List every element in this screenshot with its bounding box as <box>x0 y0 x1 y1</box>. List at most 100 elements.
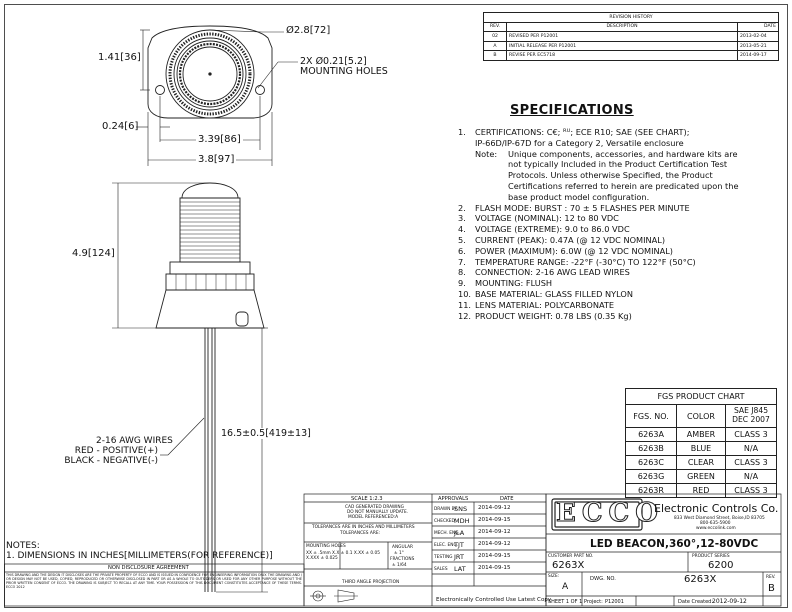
spec-note: Note: Unique components, accessories, an… <box>475 148 739 202</box>
spec-item: 9.MOUNTING: FLUSH <box>458 278 788 289</box>
signoff-who: TJT <box>454 541 464 549</box>
tolerances-note: TOLERANCES ARE IN INCHES AND MILLIMETERS <box>312 525 415 530</box>
signoff-who: SNS <box>454 505 468 513</box>
spec-item-text: BASE MATERIAL: GLASS FILLED NYLON <box>475 288 634 299</box>
company-web: www.eccolink.com <box>696 526 736 531</box>
product-series: 6200 <box>708 560 734 571</box>
signoff-role: TESTING <box>434 555 453 560</box>
spec-item-number: 7. <box>458 256 466 267</box>
spec-item: 8.CONNECTION: 2-16 AWG LEAD WIRES <box>458 267 788 278</box>
spec-item: 5. CURRENT (PEAK): 0.47A (@ 12 VDC NOMINA… <box>458 235 788 246</box>
spec-item: 10.BASE MATERIAL: GLASS FILLED NYLON <box>458 289 788 300</box>
spec-item-number: 5. <box>458 234 466 245</box>
table-row: B REVISE PER EC5718 2014-09-17 <box>483 50 779 61</box>
spec-item-number: 10. <box>458 288 472 299</box>
dim-flange: 0.24[6] <box>102 121 139 132</box>
sheet-no: SHEET 1 OF 1 <box>548 599 583 605</box>
spec-item-number: 2. <box>458 202 466 213</box>
side-view <box>155 182 265 592</box>
fractions-value: ± 1/64 <box>392 563 407 568</box>
signoff-role: CHECKED <box>434 519 455 524</box>
spec-item-1: CERTIFICATIONS: C€; ᴿᵁ; ECE R10; SAE (SE… <box>475 127 690 137</box>
date-header: DATE <box>500 496 514 502</box>
top-view <box>147 25 273 119</box>
spec-item: 4. VOLTAGE (EXTREME): 9.0 to 86.0 VDC <box>458 224 788 235</box>
signoff-role: SALES <box>434 567 448 572</box>
spec-item-text: TEMPERATURE RANGE: -22°F (-30°C) TO 122°… <box>475 256 696 267</box>
wires-positive: RED - POSITIVE(+) <box>74 446 158 456</box>
company-address: 833 West Diamond Street, Boise,ID 83705 <box>674 516 765 521</box>
spec-item-text: VOLTAGE (EXTREME): 9.0 to 86.0 VDC <box>475 224 630 235</box>
tb-mounting-holes: MOUNTING HOLES <box>306 544 346 549</box>
signoff-who: MDH <box>454 517 470 525</box>
signoff-date: 2014-09-12 <box>478 505 511 511</box>
spec-item: 3. VOLTAGE (NOMINAL): 12 to 80 VDC <box>458 213 788 224</box>
spec-item-text: CURRENT (PEAK): 0.47A (@ 12 VDC NOMINAL) <box>475 234 666 245</box>
dwg-no-label: DWG. NO. <box>590 576 616 582</box>
approvals-header: APPROVALS <box>438 496 469 502</box>
size-label: SIZE: <box>548 574 560 579</box>
dim-mounting-holes-label: MOUNTING HOLES <box>300 66 388 77</box>
scale: SCALE 1:2.3 <box>351 496 383 502</box>
spec-item-number: 3. <box>458 213 466 224</box>
notes-item: 1. DIMENSIONS IN INCHES[MILLIMETERS(FOR … <box>6 551 273 561</box>
company-name: Electronic Controls Co. <box>654 502 779 515</box>
date-created-label: Date Created: <box>678 599 714 605</box>
rev-label: REV. <box>766 575 776 580</box>
spec-item-text: FLASH MODE: BURST : 70 ± 5 FLASHES PER M… <box>475 202 690 213</box>
dwg-no: 6263X <box>684 574 717 585</box>
signoff-role: ELEC. ENG. <box>434 543 459 548</box>
project-value: P12001 <box>605 599 624 605</box>
wires-label: 2-16 AWG WIRES <box>96 436 173 446</box>
note-label: Note: <box>475 148 498 159</box>
signoff-date: 2014-09-12 <box>478 541 511 547</box>
revision-table: REVISION HISTORY REV. DESCRIPTION DATE 0… <box>483 12 779 61</box>
spec-item-text: CONNECTION: 2-16 AWG LEAD WIRES <box>475 267 630 278</box>
fractions-label: FRACTIONS <box>390 557 415 562</box>
ecco-logo <box>551 498 643 531</box>
spec-item-number: 4. <box>458 224 466 235</box>
spec-item-number: 11. <box>458 299 472 310</box>
dim-mounting-holes: 2X Ø0.21[5.2] <box>300 56 367 67</box>
spec-item-text: POWER (MAXIMUM): 6.0W (@ 12 VDC NOMINAL) <box>475 245 673 256</box>
spec-item-number: 6. <box>458 245 466 256</box>
project-label: Project: <box>584 599 603 605</box>
spec-item-text: VOLTAGE (NOMINAL): 12 to 80 VDC <box>475 213 619 224</box>
spec-item-text: PRODUCT WEIGHT: 0.78 LBS (0.35 Kg) <box>475 310 632 321</box>
wires-negative: BLACK - NEGATIVE(-) <box>64 456 158 466</box>
dim-wire-length: 16.5±0.5[419±13] <box>221 428 311 439</box>
dim-overall-height: 4.9[124] <box>72 248 115 259</box>
spec-item: 7. TEMPERATURE RANGE: -22°F (-30°C) TO 12… <box>458 257 788 268</box>
signoff-date: 2014-09-15 <box>478 517 511 523</box>
signoff-who: JLA <box>454 529 465 537</box>
controlled-copy-note: Electronically Controlled Use Latest Cop… <box>436 597 552 603</box>
spec-item-number: 12. <box>458 310 472 321</box>
signoff-date: 2014-09-12 <box>478 529 511 535</box>
notes-heading: NOTES: <box>6 541 40 551</box>
date-created: 2012-09-12 <box>712 598 747 605</box>
top-view-dimensions <box>136 29 298 166</box>
tolerances-sub: TOLERANCES ARE: <box>340 531 380 536</box>
rev-value: B <box>768 583 775 594</box>
specifications-title: SPECIFICATIONS <box>510 103 634 118</box>
tolerance-values: XX ± .5mm X.X ± 0.1 X.XX ± 0.05 X.XXX ± … <box>306 551 380 561</box>
signoff-role: MECH. ENG. <box>434 531 460 536</box>
spec-item-text: MOUNTING: FLUSH <box>475 278 553 289</box>
dim-base-width: 3.8[97] <box>196 154 237 165</box>
spec-item-text: LENS MATERIAL: POLYCARBONATE <box>475 299 615 310</box>
signoff-who: JRT <box>454 553 464 561</box>
spec-item: 2. FLASH MODE: BURST : 70 ± 5 FLASHES PER… <box>458 203 788 214</box>
dim-outer-diameter: Ø2.8[72] <box>286 25 331 36</box>
signoff-date: 2014-09-15 <box>478 553 511 559</box>
nda-title: NON DISCLOSURE AGREEMENT <box>108 565 189 571</box>
customer-part-label: CUSTOMER PART NO. <box>548 554 594 559</box>
side-view-dimensions <box>112 182 268 593</box>
page-border <box>4 4 788 608</box>
third-angle-projection-icon <box>310 589 358 603</box>
dim-top-height: 1.41[36] <box>98 52 141 63</box>
